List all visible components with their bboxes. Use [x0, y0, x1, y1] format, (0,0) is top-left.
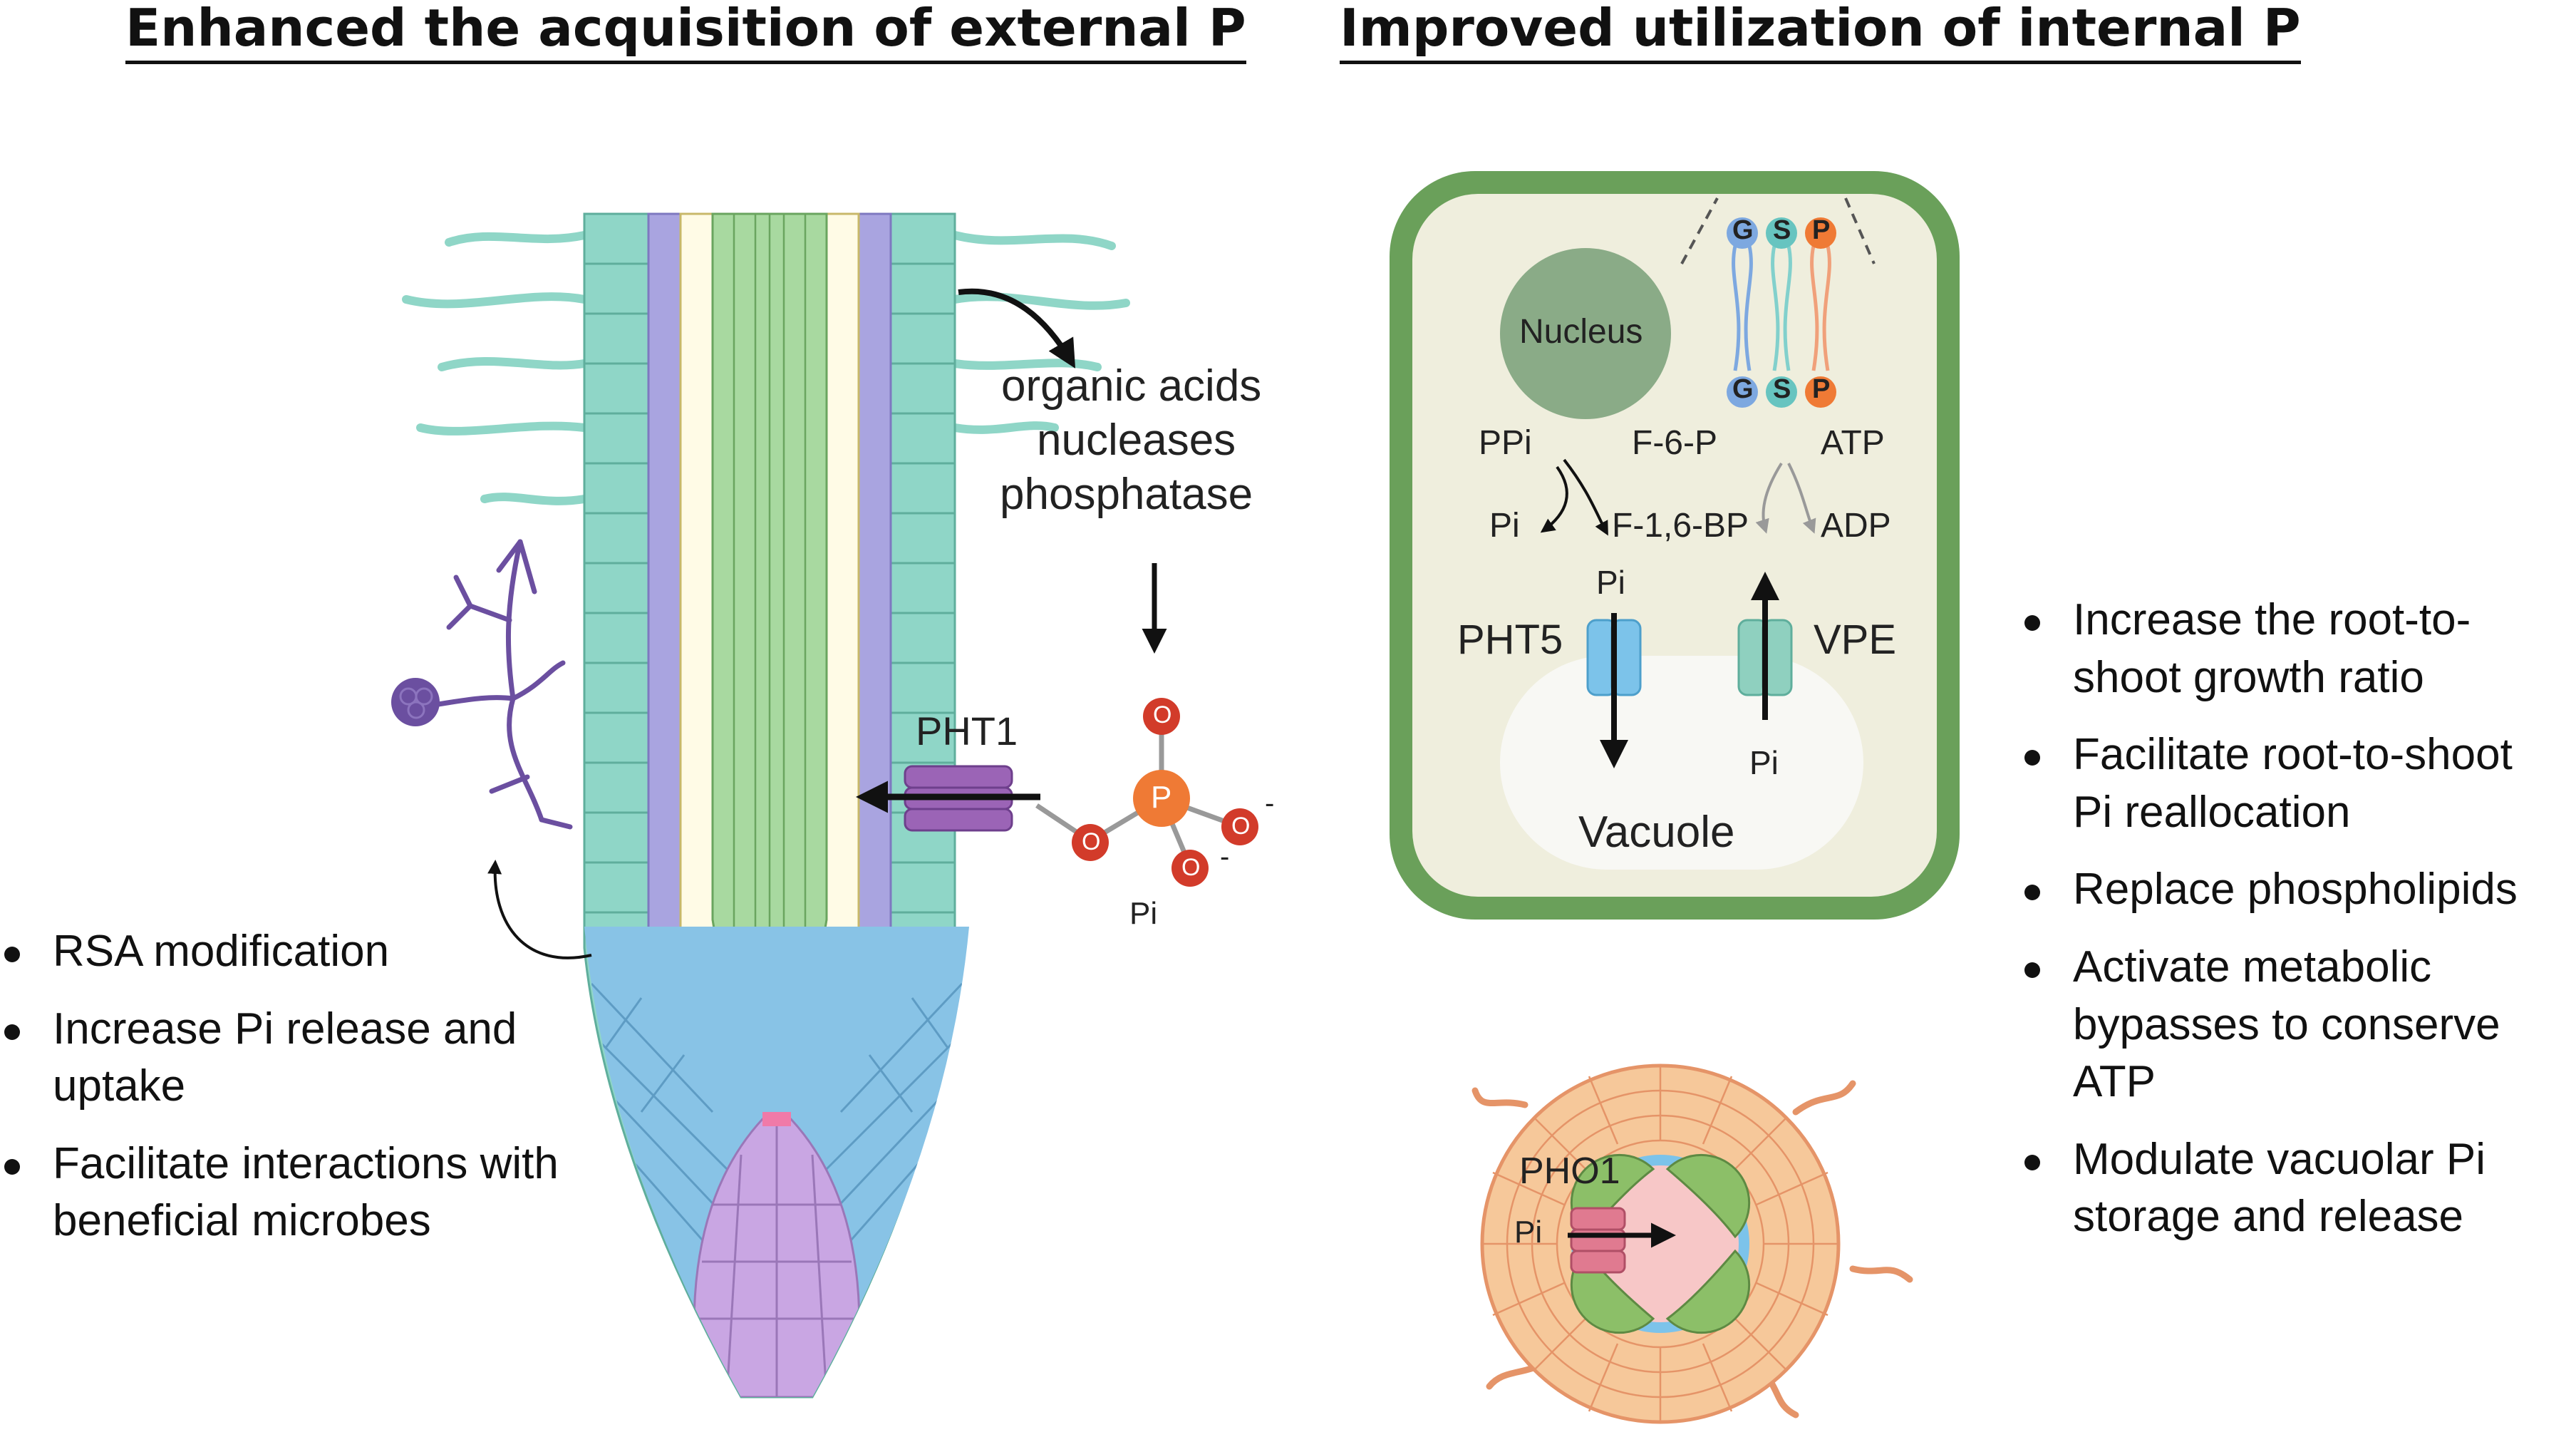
lipid-head-g-bottom: G [1732, 374, 1754, 404]
phosphate-molecule [1035, 698, 1258, 887]
list-item: Increase Pi release and uptake [0, 1001, 584, 1116]
phosphate-p-atom: P [1151, 780, 1172, 815]
root-cross-section [1471, 1064, 1913, 1424]
list-item: Facilitate root-to-shoot Pi reallocation [2020, 726, 2562, 841]
pht1-label: PHT1 [916, 709, 1018, 753]
phosphate-pi-label: Pi [1129, 896, 1158, 931]
vacuole-label: Vacuole [1578, 808, 1735, 857]
lipid-head-p-top: P [1812, 215, 1831, 245]
phosphate-o-atom-top: O [1153, 701, 1172, 728]
secretion-phosphatase: phosphatase [1000, 470, 1253, 519]
pht5-label: PHT5 [1457, 617, 1563, 663]
right-heading: Improved utilization of internal P [1340, 0, 2301, 65]
phosphate-charge-bottom: - [1220, 841, 1230, 872]
secretion-organic-acids: organic acids [1001, 361, 1262, 411]
phosphate-o-atom-right: O [1231, 813, 1251, 840]
atp-label: ATP [1821, 424, 1885, 462]
vpe-label: VPE [1814, 617, 1897, 663]
lipid-head-p-bottom: P [1812, 374, 1831, 404]
nucleus-shape [1500, 248, 1671, 419]
pho1-label: PHO1 [1519, 1150, 1620, 1192]
phosphate-o-atom-bottom: O [1181, 854, 1201, 881]
ppi-label: PPi [1479, 424, 1532, 462]
f6p-label: F-6-P [1632, 424, 1717, 462]
left-heading: Enhanced the acquisition of external P [125, 0, 1246, 65]
right-bullet-list: Increase the root-to-shoot growth ratio … [2020, 592, 2562, 1266]
mycorrhizal-fungus-icon [425, 539, 573, 830]
list-item: Increase the root-to-shoot growth ratio [2020, 592, 2562, 706]
vpe-pi-label: Pi [1749, 744, 1779, 781]
microbe-interaction-arrow [487, 860, 592, 959]
plant-cell [1390, 171, 1960, 920]
pi-product-label: Pi [1489, 507, 1520, 545]
root-hairs [402, 231, 1130, 505]
list-item: Replace phospholipids [2020, 861, 2562, 919]
root-illustration [391, 212, 1258, 1399]
pht5-pi-label: Pi [1596, 564, 1625, 601]
list-item: Facilitate interactions with beneficial … [0, 1135, 584, 1250]
list-item: RSA modification [0, 923, 584, 981]
left-bullet-list: RSA modification Increase Pi release and… [0, 923, 584, 1270]
phosphate-charge-right: - [1265, 788, 1275, 819]
adp-label: ADP [1821, 507, 1891, 545]
secretion-arrow [958, 288, 1076, 369]
f16bp-label: F-1,6-BP [1612, 507, 1749, 545]
phosphate-o-atom-left: O [1082, 828, 1101, 855]
lipid-head-g-top: G [1732, 215, 1754, 245]
lipid-head-s-bottom: S [1773, 374, 1791, 404]
list-item: Modulate vacuolar Pi storage and release [2020, 1131, 2562, 1246]
nucleus-label: Nucleus [1519, 313, 1643, 351]
list-item: Activate metabolic bypasses to conserve … [2020, 939, 2562, 1111]
lipid-head-s-top: S [1773, 215, 1791, 245]
secretion-nucleases: nucleases [1037, 416, 1236, 465]
pho1-pi-label: Pi [1514, 1215, 1543, 1250]
